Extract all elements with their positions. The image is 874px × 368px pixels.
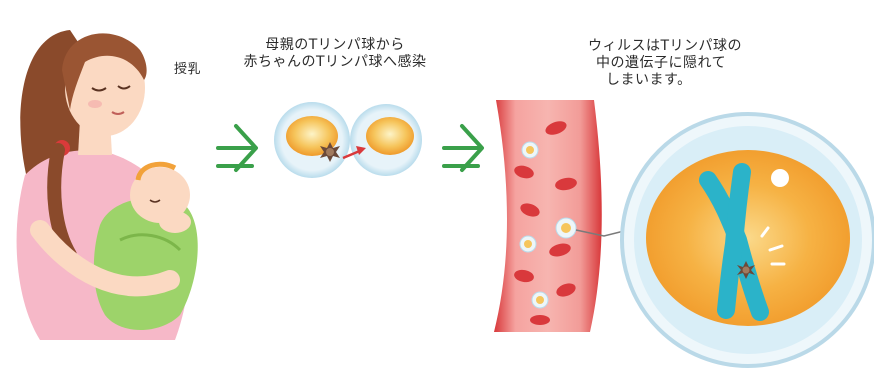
red-blood-cell [545, 121, 567, 135]
red-blood-cell [530, 315, 550, 325]
red-blood-cell [520, 203, 540, 217]
magnified-nucleus [646, 150, 850, 326]
breastfeeding-label: 授乳 [174, 62, 202, 77]
virus-label: ウィルスはTリンパ球の 中の遺伝子に隠れて しまいます。 [588, 38, 798, 89]
virus-label-line2: 中の遺伝子に隠れて [596, 55, 727, 71]
blood-vessel [494, 100, 602, 332]
mother-blush [88, 100, 102, 108]
blanket-fold [119, 233, 182, 252]
callout-line [575, 229, 629, 237]
virus-label-line1: ウィルスはTリンパ球の [588, 38, 743, 54]
red-blood-cell [514, 269, 534, 283]
vessel-t-cell-nucleus [524, 240, 532, 248]
transmission-label: 母親のTリンパ球から 赤ちゃんのTリンパ球へ感染 [230, 37, 440, 71]
emphasis-rays [760, 226, 786, 266]
baby-t-cell-nucleus [366, 117, 414, 155]
infected-t-cell-nucleus [561, 223, 571, 233]
mother-baby-illustration [16, 30, 198, 340]
magnified-t-cell [620, 112, 874, 368]
mother-mouth [111, 111, 125, 115]
transmission-cells [274, 102, 422, 178]
mother-t-cell-nucleus [286, 116, 338, 156]
baby-eye [149, 199, 161, 203]
integrated-virus-icon [737, 261, 755, 279]
nucleolus [771, 169, 789, 187]
red-blood-cell [555, 177, 577, 191]
baby-head [130, 167, 190, 223]
baby-hair [135, 161, 177, 181]
chromosome-arm-2 [717, 163, 751, 319]
red-blood-cell [549, 243, 571, 257]
virus-icon [320, 142, 340, 162]
transmission-label-line2: 赤ちゃんのTリンパ球へ感染 [243, 54, 427, 70]
mother-hand [159, 211, 191, 233]
mother-hair-front [62, 33, 147, 110]
transfer-arrow-head [356, 146, 366, 155]
arrow-1 [216, 124, 258, 172]
vessel-t-cell-nucleus [536, 296, 544, 304]
transmission-label-line1: 母親のTリンパ球から [265, 37, 405, 53]
red-blood-cell [556, 283, 576, 297]
arrow-1-shape [216, 124, 258, 172]
mother-eye-left [91, 87, 107, 92]
mother-arm [30, 220, 180, 297]
virus-label-line3: しまいます。 [606, 72, 692, 88]
mother-eye-right [117, 85, 131, 90]
arrow-2 [442, 124, 484, 172]
vessel-t-cell-nucleus [526, 146, 534, 154]
arrow-2-shape [442, 124, 484, 172]
red-blood-cell [514, 165, 534, 179]
